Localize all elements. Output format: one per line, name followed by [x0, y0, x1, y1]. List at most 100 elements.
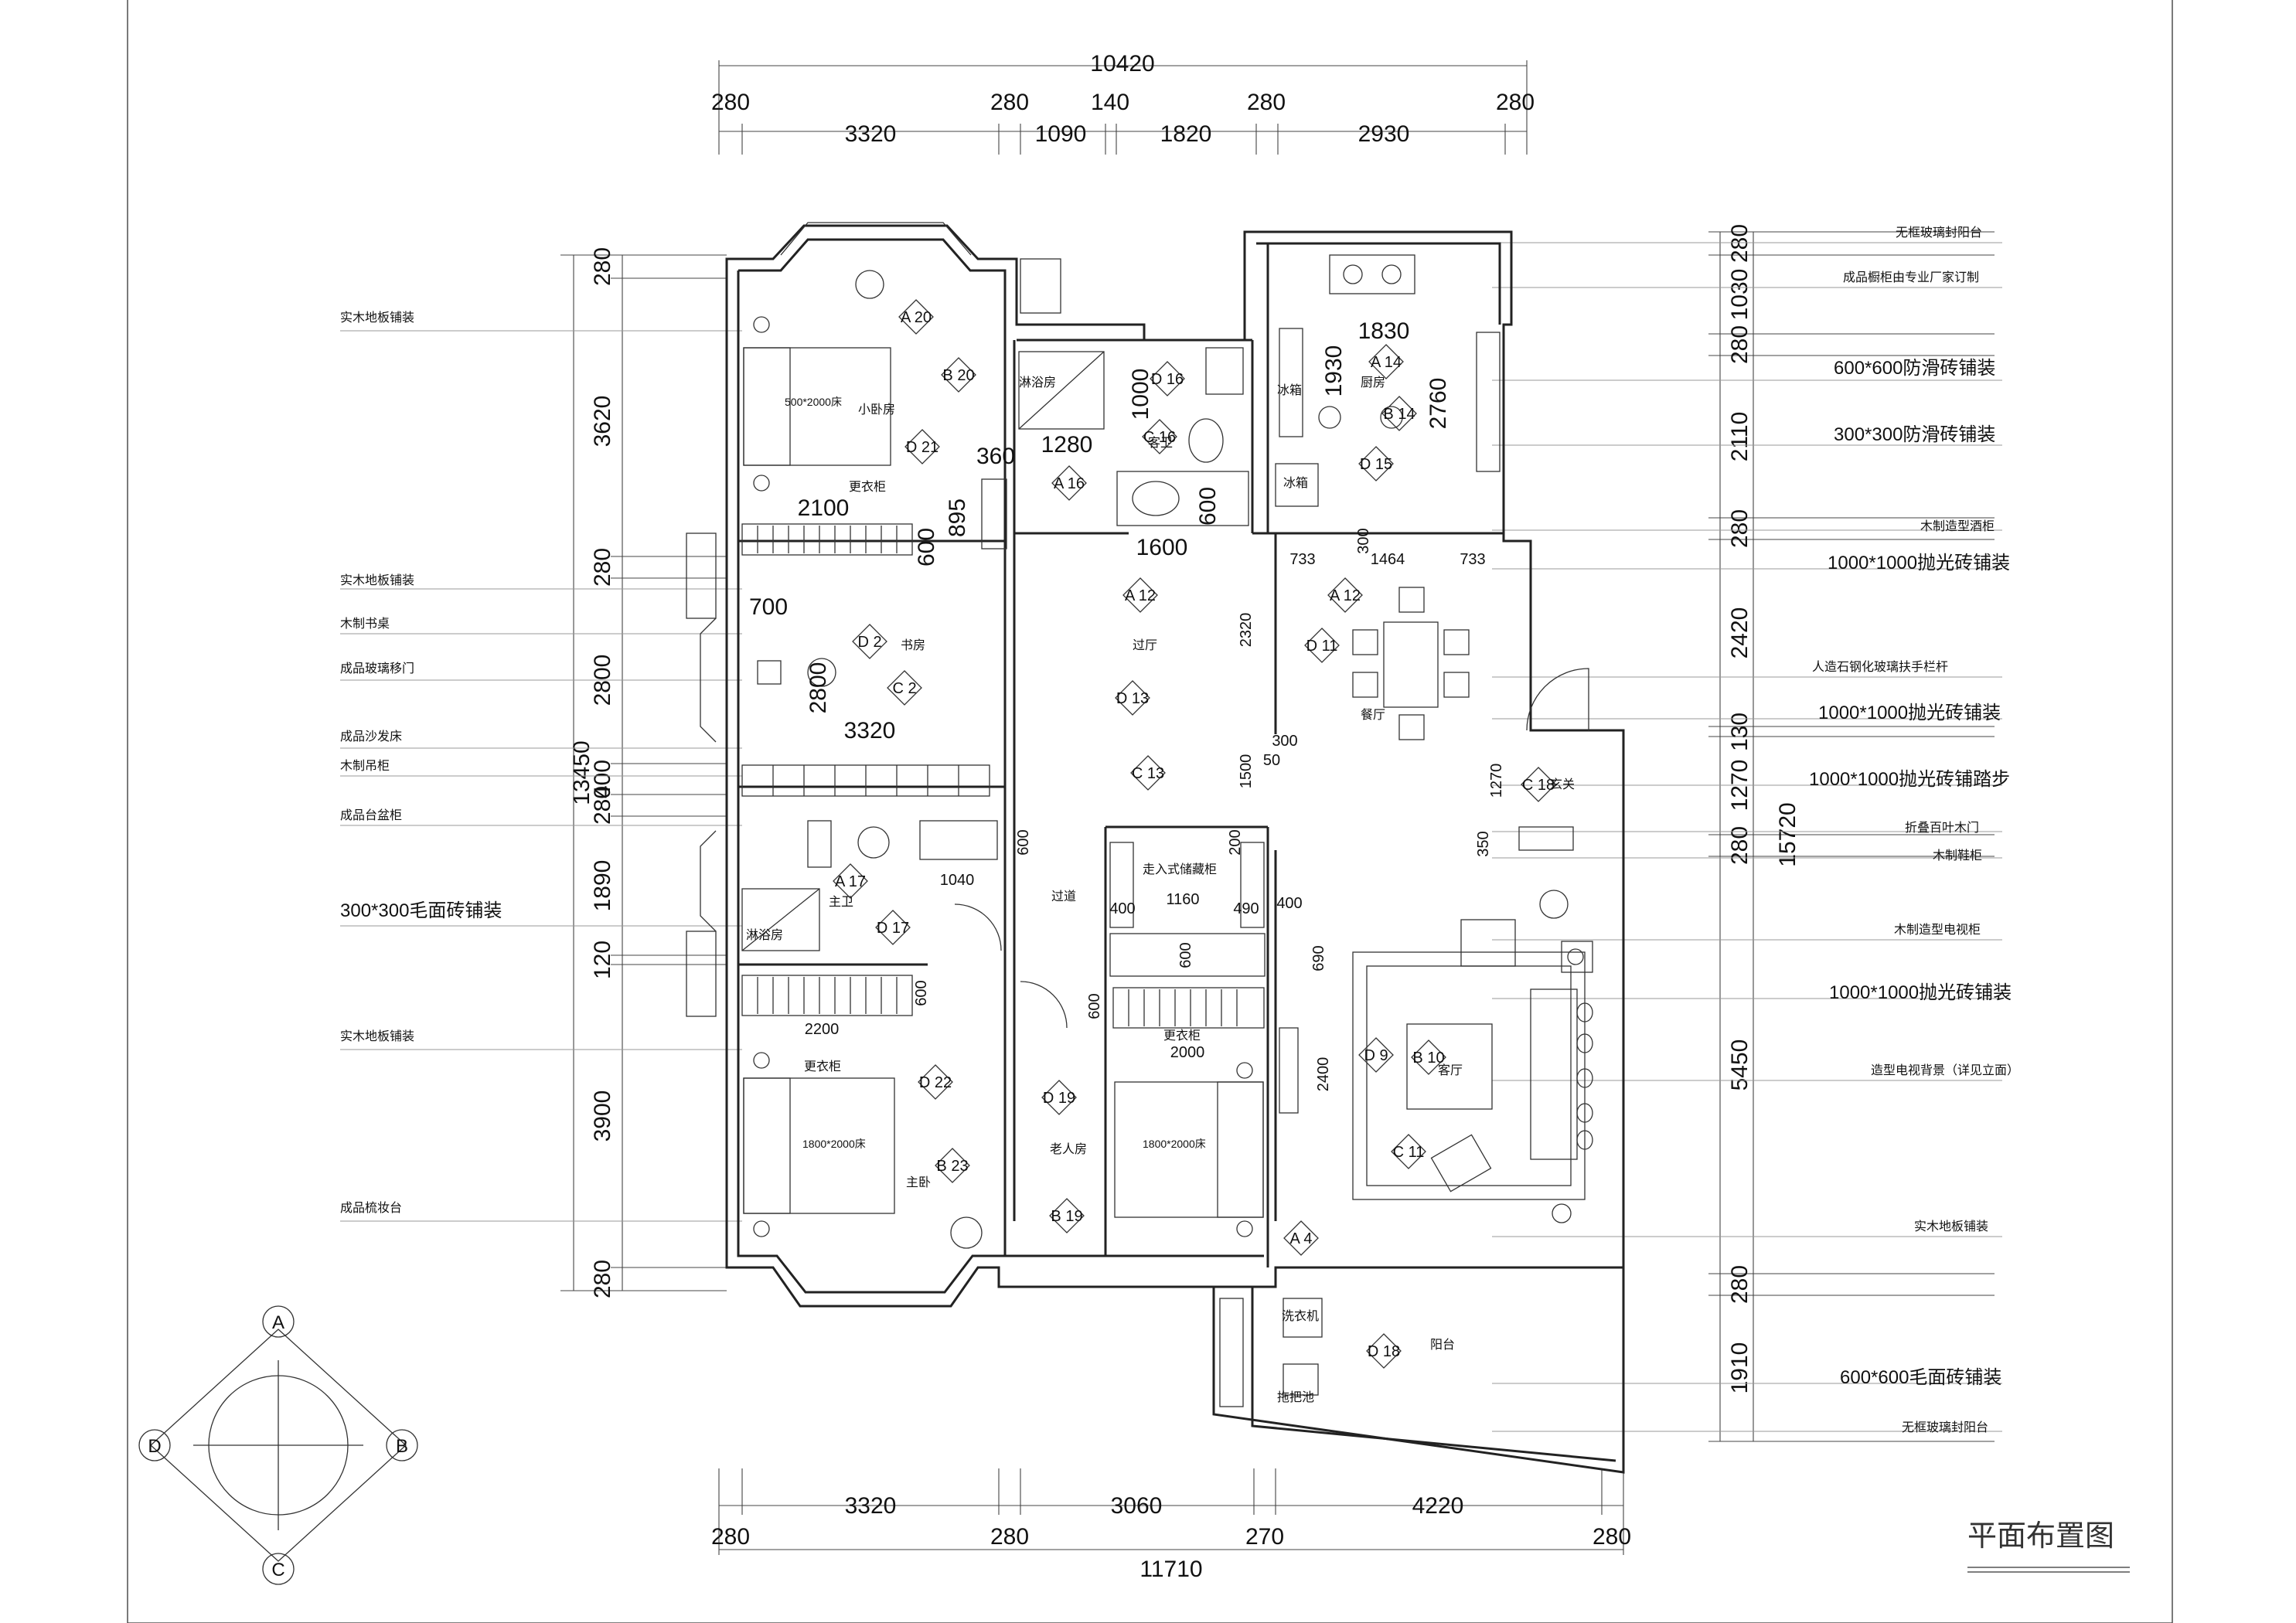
dim-left-5: 400 [590, 760, 615, 798]
room-corridor-hall: 过厅 [1133, 638, 1157, 652]
dim-left-total: 13450 [569, 740, 594, 805]
coffee-table [1406, 1023, 1493, 1110]
inner-dimensions: 1830 1930 2760 1000 1280 360 600 2100 89… [749, 318, 1505, 1091]
note-left-6: 木制吊柜 [340, 758, 390, 773]
inner-dim-28: 1160 [1166, 891, 1199, 908]
view-tag-13: D 13 [1116, 690, 1149, 707]
dim-top-4: 280 [1247, 90, 1286, 115]
left-annotations: 实木地板铺装 实木地板铺装 木制书桌 成品玻璃移门 成品沙发床 木制吊柜 成品台… [340, 310, 742, 1222]
dim-bottom-5: 280 [990, 1524, 1029, 1550]
view-tag-19: C 18 [1522, 777, 1555, 794]
dim-right-total: 15720 [1775, 802, 1800, 866]
inner-dim-31: 400 [1276, 895, 1302, 912]
room-labels: 小卧房 淋浴房 客卫 厨房 冰箱 冰箱 更衣柜 书房 过厅 餐厅 玄关 主卫 淋… [746, 375, 1575, 1404]
room-living: 客厅 [1438, 1063, 1463, 1077]
inner-dim-15: 300 [1355, 528, 1372, 553]
view-tag-11: D 11 [1306, 638, 1338, 655]
compass-index-symbol: A B C D [138, 1305, 418, 1585]
note-right-11: 木制鞋柜 [1933, 848, 1982, 863]
room-shower-1: 淋浴房 [1019, 375, 1056, 390]
inner-dim-35: 600 [913, 980, 930, 1005]
dim-left-8: 120 [590, 941, 615, 979]
compass-c: C [271, 1560, 284, 1580]
inner-dim-22: 300 [1272, 733, 1297, 750]
inner-dim-34: 2200 [805, 1021, 840, 1038]
right-dimension-chain: 280 1030 280 2110 280 2420 130 1270 280 … [1708, 224, 1995, 1442]
view-tag-17: A 17 [835, 873, 866, 890]
room-fridge-2: 冰箱 [1283, 475, 1308, 490]
room-master: 主卧 [906, 1175, 931, 1189]
view-tag-23: D 22 [919, 1074, 952, 1091]
view-tag-1: A 20 [901, 309, 932, 326]
room-dining: 餐厅 [1361, 707, 1385, 722]
dining-table [1383, 621, 1439, 708]
note-right-7: 人造石钢化玻璃扶手栏杆 [1812, 659, 1948, 674]
dim-left-2: 3620 [590, 396, 615, 447]
note-right-5: 木制造型酒柜 [1920, 519, 1995, 533]
bottom-dimension-chain: 3320 3060 4220 280 280 270 280 11710 [711, 1468, 1631, 1582]
room-balcony: 阳台 [1430, 1337, 1455, 1352]
inner-dim-32: 600 [1177, 942, 1194, 968]
dim-right-12: 1910 [1727, 1342, 1753, 1394]
inner-dim-4: 1000 [1128, 369, 1153, 420]
inner-dim-38: 2400 [1315, 1057, 1332, 1092]
dim-right-10: 5450 [1727, 1039, 1753, 1091]
inner-dim-18: 3320 [844, 718, 896, 743]
note-right-15: 实木地板铺装 [1914, 1219, 1988, 1233]
view-tag-27: D 18 [1368, 1343, 1400, 1360]
dim-top-6: 3320 [845, 121, 897, 147]
inner-dim-26: 1040 [940, 872, 975, 889]
compass-a: A [272, 1312, 284, 1333]
inner-dim-6: 360 [976, 444, 1015, 469]
note-right-8: 1000*1000抛光砖铺装 [1818, 703, 2001, 723]
dim-top-9: 2930 [1358, 121, 1410, 147]
inner-dim-20: 1500 [1238, 754, 1255, 789]
note-right-14: 造型电视背景（详见立面） [1871, 1063, 2019, 1077]
dim-right-4: 2110 [1727, 412, 1753, 462]
note-left-10: 成品梳妆台 [340, 1200, 402, 1215]
inner-dim-17: 2800 [806, 662, 831, 714]
view-tag-3: B 20 [942, 367, 974, 384]
compass-d: D [148, 1436, 161, 1457]
view-tag-2: D 21 [906, 439, 938, 456]
note-left-5: 成品沙发床 [340, 729, 402, 743]
inner-dim-19: 2320 [1238, 613, 1255, 648]
furniture [741, 254, 1593, 1407]
dim-bottom-7: 280 [1593, 1524, 1631, 1550]
note-right-2: 成品橱柜由专业厂家订制 [1843, 270, 1979, 284]
note-left-4: 成品玻璃移门 [340, 661, 414, 675]
inner-dim-36: 600 [1086, 993, 1103, 1019]
top-dimension-chain: 10420 280 280 140 280 280 3320 1090 1820… [711, 51, 1535, 155]
dim-right-7: 130 [1727, 713, 1753, 751]
inner-dim-23: 1270 [1488, 764, 1505, 798]
inner-dim-16: 700 [749, 594, 788, 620]
dim-top-5: 280 [1496, 90, 1535, 115]
note-right-4: 300*300防滑砖铺装 [1834, 424, 1995, 445]
view-tag-10: A 12 [1125, 587, 1156, 604]
room-small-bedroom: 小卧房 [858, 402, 895, 417]
room-shower-2: 淋浴房 [746, 927, 783, 942]
inner-dim-11: 1600 [1136, 535, 1188, 560]
inner-dim-30: 200 [1227, 829, 1244, 855]
room-mop: 拖把池 [1277, 1390, 1314, 1404]
view-tag-8: D 15 [1360, 456, 1392, 473]
room-washer: 洗衣机 [1282, 1308, 1319, 1323]
view-tag-28: A 4 [1290, 1230, 1313, 1247]
view-tag-18: D 17 [877, 920, 909, 937]
note-left-3: 木制书桌 [340, 616, 390, 631]
view-tag-14: C 13 [1132, 765, 1164, 782]
view-tag-9: B 14 [1383, 406, 1415, 423]
dim-right-2: 1030 [1727, 269, 1753, 321]
view-tag-26: B 19 [1051, 1208, 1082, 1225]
note-right-17: 无框玻璃封阳台 [1902, 1420, 1988, 1434]
dim-left-6: 280 [590, 786, 615, 825]
dim-right-5: 280 [1727, 509, 1753, 548]
room-elder: 老人房 [1050, 1142, 1087, 1156]
dim-top-2: 280 [990, 90, 1029, 115]
view-tag-7: A 14 [1371, 354, 1402, 371]
inner-dim-8: 2100 [798, 495, 850, 521]
inner-dim-37: 2000 [1170, 1044, 1205, 1061]
note-right-10: 折叠百叶木门 [1905, 820, 1979, 835]
note-right-12: 木制造型电视柜 [1894, 922, 1981, 937]
